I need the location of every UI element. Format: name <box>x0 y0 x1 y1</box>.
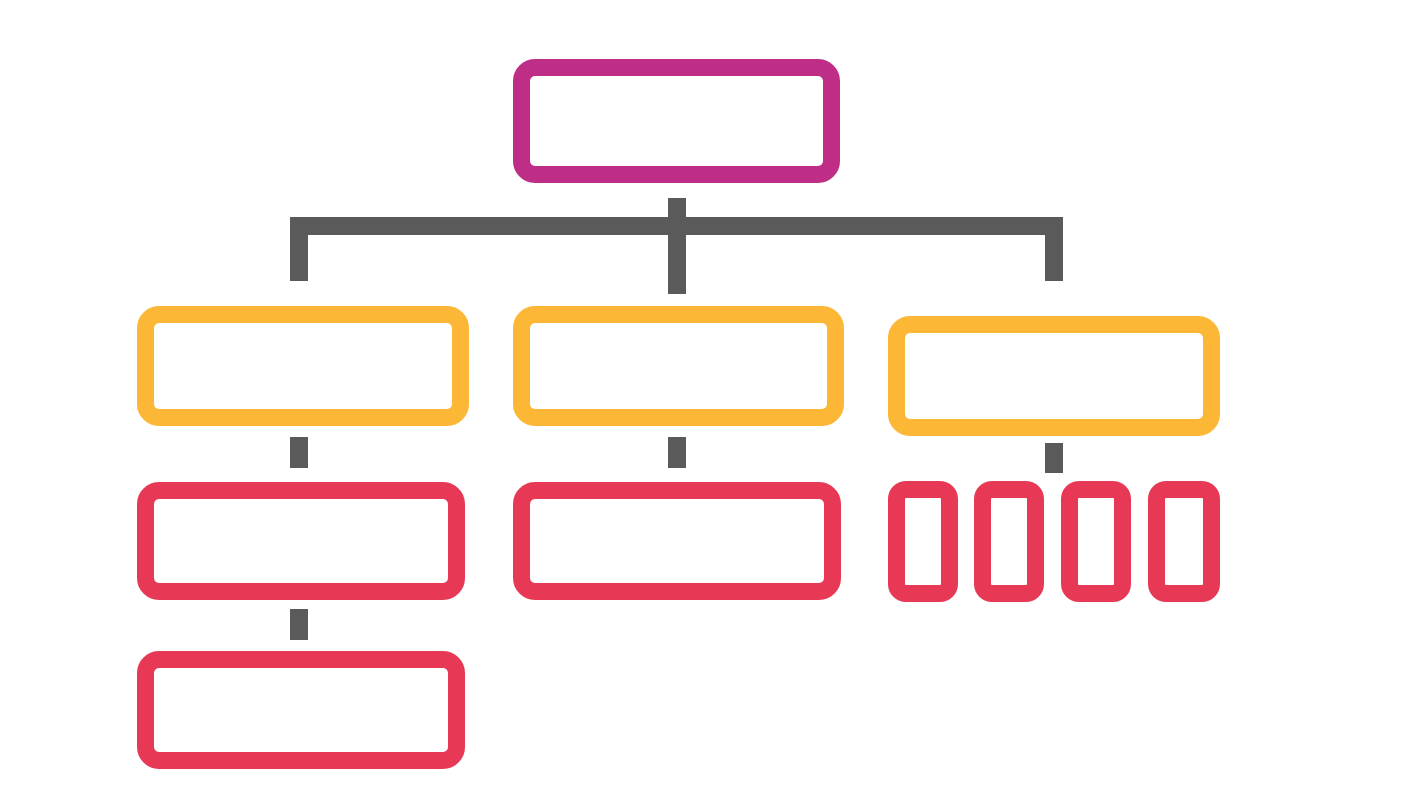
bracket-right-drop <box>1045 217 1063 281</box>
small-node-4 <box>1148 481 1220 602</box>
small-node-1 <box>888 481 958 602</box>
level-three-node-left <box>137 482 465 600</box>
root-node <box>513 59 840 183</box>
right-branch-connector <box>1045 443 1063 473</box>
left-branch-connector-1 <box>290 437 308 468</box>
middle-branch-connector <box>668 437 686 468</box>
bracket-left-drop <box>290 217 308 281</box>
level-two-bracket-bar <box>290 217 1063 235</box>
level-four-node-left <box>137 651 465 769</box>
level-three-node-middle <box>513 482 841 600</box>
level-two-node-right <box>888 316 1220 436</box>
root-stem-connector <box>668 198 686 294</box>
small-node-3 <box>1061 481 1131 602</box>
level-two-node-middle <box>513 306 844 426</box>
left-branch-connector-2 <box>290 609 308 640</box>
small-node-2 <box>974 481 1044 602</box>
level-two-node-left <box>137 306 469 426</box>
